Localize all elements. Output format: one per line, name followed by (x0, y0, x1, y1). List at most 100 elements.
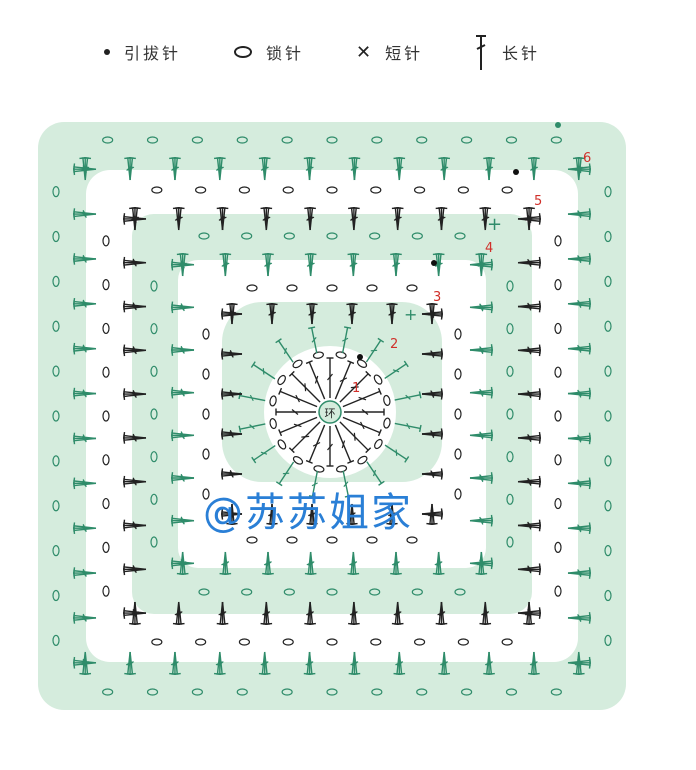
double-crochet-symbol (483, 651, 491, 675)
chain-symbol (550, 688, 562, 696)
double-crochet-symbol (567, 436, 591, 445)
chain-symbol (195, 186, 207, 194)
double-crochet-symbol (260, 601, 269, 625)
double-crochet-symbol (288, 421, 321, 454)
double-crochet-symbol (384, 360, 409, 380)
chain-symbol (52, 275, 60, 287)
chain-symbol (366, 284, 378, 292)
chain-stitch-icon (234, 46, 252, 58)
double-crochet-symbol (171, 429, 195, 438)
double-crochet-symbol (278, 387, 318, 408)
chain-symbol (369, 232, 381, 240)
double-crochet-symbol (171, 472, 195, 480)
chain-symbol (151, 638, 163, 646)
chain-symbol (335, 351, 347, 359)
double-crochet-symbol (171, 258, 195, 267)
chain-symbol (283, 588, 295, 596)
double-crochet-symbol (567, 391, 591, 400)
double-crochet-symbol (275, 338, 294, 363)
chain-symbol (102, 585, 110, 597)
chain-symbol (52, 410, 60, 422)
chain-symbol (52, 230, 60, 243)
double-crochet-symbol (307, 157, 316, 181)
chain-symbol (313, 465, 325, 473)
chain-symbol (454, 588, 466, 596)
double-crochet-symbol (342, 387, 382, 408)
chain-symbol (150, 408, 158, 420)
chain-symbol (454, 448, 462, 460)
double-crochet-symbol (73, 163, 97, 171)
double-crochet-symbol (342, 416, 382, 437)
chain-symbol (102, 366, 110, 378)
double-crochet-symbol (567, 661, 591, 669)
double-crochet-symbol (339, 421, 372, 454)
chain-symbol (506, 451, 514, 463)
double-crochet-symbol (221, 428, 243, 436)
chain-symbol (501, 186, 513, 194)
double-crochet-symbol (306, 503, 314, 525)
double-crochet-symbol (436, 253, 445, 277)
double-crochet-symbol (442, 157, 451, 181)
chain-symbol (246, 284, 258, 292)
double-crochet-symbol (517, 261, 541, 269)
chain-symbol (413, 186, 426, 194)
double-crochet-symbol (421, 352, 443, 360)
slip-stitch-icon (104, 49, 110, 55)
double-crochet-symbol (171, 557, 195, 566)
double-crochet-symbol (394, 253, 402, 277)
double-crochet-symbol (517, 436, 541, 444)
double-crochet-symbol (73, 297, 97, 306)
double-crochet-symbol (308, 470, 319, 498)
double-crochet-symbol (221, 468, 243, 476)
legend-single-crochet-label: 短针 (385, 44, 424, 63)
double-crochet-symbol (264, 207, 273, 231)
single-crochet-icon: ✕ (356, 41, 372, 63)
chain-symbol (238, 638, 251, 646)
double-crochet-symbol (334, 360, 355, 400)
double-crochet-symbol (517, 392, 541, 400)
chain-symbol (312, 351, 324, 359)
double-crochet-symbol (334, 424, 355, 464)
chain-symbol (461, 136, 473, 144)
chain-symbol (146, 688, 159, 696)
chain-symbol (326, 588, 338, 596)
double-crochet-symbol (221, 348, 243, 356)
double-crochet-symbol (220, 207, 229, 231)
double-crochet-symbol (348, 601, 356, 625)
chain-symbol (102, 136, 114, 144)
double-crochet-symbol (123, 344, 147, 353)
double-crochet-symbol (342, 470, 352, 498)
round-number-6: 6 (583, 151, 591, 166)
double-crochet-symbol (567, 346, 591, 355)
double-crochet-symbol (275, 408, 316, 416)
double-crochet-symbol (221, 308, 243, 316)
double-crochet-symbol (123, 607, 147, 615)
double-crochet-symbol (384, 444, 410, 463)
chain-symbol (150, 323, 158, 335)
double-crochet-symbol (270, 303, 278, 325)
double-crochet-symbol (221, 388, 243, 396)
double-crochet-symbol (123, 213, 147, 221)
chain-symbol (191, 136, 203, 144)
chain-symbol (52, 634, 60, 646)
round-number-5: 5 (534, 194, 542, 209)
chain-symbol (454, 368, 462, 380)
chain-symbol (506, 493, 514, 505)
chain-symbol (238, 186, 251, 194)
chain-symbol (150, 451, 158, 463)
double-crochet-symbol (213, 651, 222, 675)
chain-symbol (554, 410, 562, 422)
double-crochet-symbol (430, 303, 438, 325)
start-dot-5 (513, 169, 519, 175)
double-crochet-symbol (483, 207, 492, 231)
double-crochet-symbol (469, 348, 493, 356)
chain-symbol (277, 374, 286, 386)
double-crochet-symbol (435, 601, 444, 625)
double-crochet-symbol (123, 256, 147, 265)
chain-symbol (604, 186, 612, 198)
chain-symbol (198, 232, 210, 240)
chain-symbol (604, 410, 612, 422)
legend: 引拔针 锁针 ✕ 短针 长针 (0, 32, 696, 72)
double-crochet-symbol (339, 370, 372, 403)
double-crochet-symbol (366, 461, 385, 486)
